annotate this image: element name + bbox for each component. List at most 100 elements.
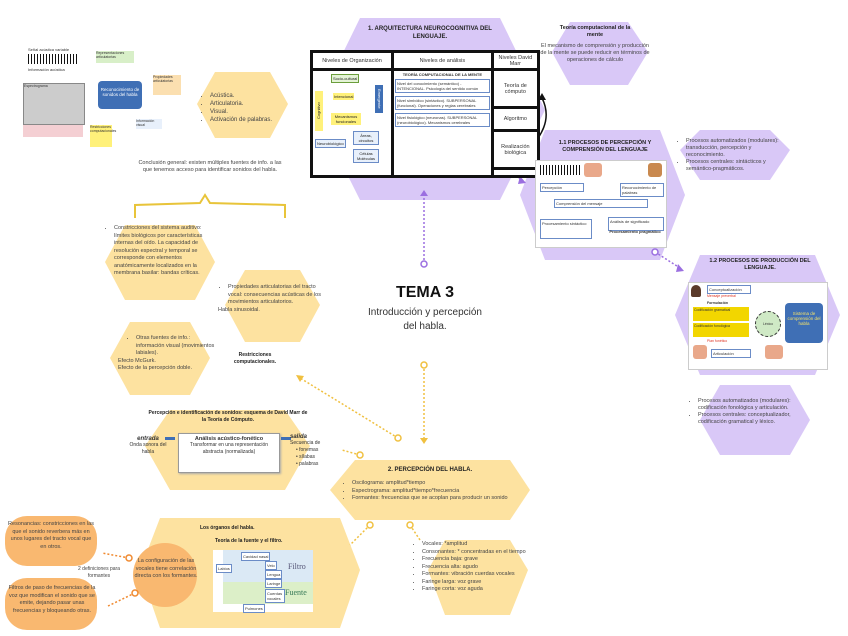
propiedades-text: Propiedades articulatorias del tracto vo… [228,284,323,307]
hex-teoria-computacional [552,22,648,85]
bullet-item: Procesos automatizados (modulares): tran… [686,138,788,159]
fig-cod-fonologica: Codificación fonológica [693,323,749,337]
percepcion-comprension-figure: Percepción Reconocimiento de palabras Co… [535,160,667,248]
speaker-photo [691,285,701,297]
speaker-image [648,163,662,177]
marr-algoritmo: Algoritmo [490,106,541,133]
restricciones-label[interactable]: Restricciones computacionales. [233,352,277,365]
bullet-item: Procesos centrales: conceptualizador, co… [698,412,818,426]
analysis-title: TEORÍA COMPUTACIONAL DE LA MENTE [402,72,483,77]
percepcion-habla-bullets: Oscilograma: amplitud*tiempo Espectrogra… [342,480,542,503]
bullet-item: Consonantes: * concentradas en el tiempo [422,549,537,557]
ear-image [584,163,602,177]
fig-mensaje-preverbal: Mensaje preverbal [707,294,736,298]
fig-cod-gramatical: Codificación gramatical [693,307,749,321]
bullet-item: Espectrograma: amplitud*tiempo*frecuenci… [352,488,542,496]
fig-reconocimiento: Reconocimiento de palabras [620,183,664,197]
produccion-bullets[interactable]: Procesos automatizados (modulares): codi… [688,398,818,426]
org-intencional: Intencional [333,93,355,100]
org-cognitivo-label: Cognitivo [315,91,323,131]
def-resonancias[interactable]: Resonancias: constricciones en las que e… [8,521,94,550]
salida-item: • fonemas [296,447,319,453]
config-vocales-text[interactable]: La configuración de las vocales tiene co… [134,558,198,579]
fig-sistema-comprension: Sistema de comprensión del habla [785,303,823,343]
central-title: TEMA 3 [395,284,455,301]
arquitectura-title[interactable]: 1. ARQUITECTURA NEUROCOGNITIVA DEL LENGU… [368,26,492,40]
org-mecanismos: Mecanismos funcionales [331,113,361,125]
constricciones-text: Constricciones del sistema auditivo: lím… [114,225,216,278]
fig-comprension: Comprensión del mensaje [554,199,648,208]
entrada-desc: Onda sonora del habla [129,442,167,455]
def-filtros[interactable]: Filtros de paso de frecuencias de la voz… [8,585,96,614]
label-fuente: Fuente [285,588,307,597]
produccion-title[interactable]: 1.2 PROCESOS DE PRODUCCIÓN DEL LENGUAJE. [709,258,811,271]
brace [134,193,286,218]
org-celulas: Células Moléculas [353,149,379,163]
percepcion-comprension-title[interactable]: 1.1 PROCESOS DE PERCEPCIÓN Y COMPRENSIÓN… [558,140,652,153]
otras-fuentes-text: Otras fuentes de info.: información visu… [136,335,218,358]
marr-biologica: Realización biológica [490,129,541,171]
org-emergente-label: Emergente [375,85,383,113]
fig-plan-fonetico: Plan fonético [707,339,728,343]
fig-articulacion: Articulación [711,349,751,358]
fig-conceptualizacion: Conceptualización [707,285,751,294]
label-cuerdas: Cuerdas vocales [265,589,285,603]
arrow-right-icon [165,437,175,440]
constricciones-node[interactable]: Constricciones del sistema auditivo: lím… [104,225,216,278]
arquitectura-table: Niveles de Organización Niveles de análi… [310,50,541,178]
fig-restricciones-box [23,125,83,137]
bullet-item: Procesos centrales: sintácticos y semánt… [686,159,788,173]
percepcion-bullets[interactable]: Procesos automatizados (modulares): tran… [676,138,788,173]
marr-entrada: entrada Onda sonora del habla [128,436,168,456]
hex-constricciones [105,225,215,300]
fig-espectrograma: Espectrograma [23,83,85,125]
percepcion-habla-title[interactable]: 2. PERCEPCIÓN DEL HABLA. [387,467,473,473]
organos-title[interactable]: Los órganos del habla. [200,525,255,531]
central-topic[interactable]: TEMA 3 Introducción y percepción del hab… [350,284,500,334]
fig-formulacion: Formulación [707,301,729,305]
central-subtitle: Introducción y percepción del habla. [368,307,482,332]
bullet-item: Visual. [210,108,290,116]
otras-fuentes-node[interactable]: Otras fuentes de info.: información visu… [118,335,218,373]
hex-fuentes-bullets [197,72,288,138]
org-sociocultural: Socio-cultural [331,74,360,83]
habla-sinusoidal: Habla sinusoidal. [218,306,260,313]
waveform-icon [28,54,78,64]
fig-info-visual: Información visual [136,119,162,129]
hex-percepcion-habla [330,460,530,520]
fig-info-acustica: Información acústica [28,67,65,72]
label-velo: Velo [265,561,277,570]
produccion-figure: Conceptualización Mensaje preverbal Form… [688,282,828,370]
teoria-text: El mecanismo de comprensión y producción… [540,43,650,63]
fuentes-bullets[interactable]: Acústica. Articulatoria. Visual. Activac… [200,92,290,124]
analysis-box-title: Análisis acústico-fonético [194,436,264,442]
entrada-label: entrada [137,436,159,442]
percepcion-detalles[interactable]: Vocales: *amplitud Consonantes: * concen… [412,541,537,594]
mouth-image [693,345,707,359]
label-pulmones: Pulmones [243,604,265,613]
fig-senal-variable: Señal acústica variable [28,47,70,52]
definiciones-label: 2 definiciones para formantes [78,566,120,579]
fig-restricciones-comp: Restricciones computacionales [90,125,116,147]
label-laringe: Laringe [265,579,283,588]
marr-schema-title[interactable]: Percepción e identificación de sonidos: … [148,410,308,423]
marr-computo: Teoría de cómputo [490,67,541,110]
analysis-box-text: Transformar en una representación abstra… [189,442,269,455]
fig-reconocimiento-sonidos: Reconocimiento de sonidos del habla [98,81,142,109]
teoria-computacional-node[interactable]: Teoría computacional de la mente El meca… [540,25,650,64]
box-resonancias [5,516,97,566]
fig-sintactico: Procesamiento sintáctico [540,219,592,239]
bullet-item: Articulatoria. [210,100,290,108]
waveform-icon [540,165,580,175]
conclusion-text[interactable]: Conclusión general: existen múltiples fu… [138,160,282,173]
propiedades-node[interactable]: Propiedades articulatorias del tracto vo… [218,284,323,314]
salida-label: salida [290,434,308,440]
header-organizacion: Niveles de Organización [310,50,394,71]
header-marr: Niveles David Marr [490,50,541,71]
salida-item: • palabras [296,461,319,467]
fig-propiedades-artic: Propiedades articulatorias [153,75,181,95]
analysis-cell: TEORÍA COMPUTACIONAL DE LA MENTE Nivel d… [391,68,494,178]
salida-item: • sílabas [296,454,315,460]
ear-image [765,345,783,359]
bullet-item: Faringe larga: voz grave [422,579,537,587]
